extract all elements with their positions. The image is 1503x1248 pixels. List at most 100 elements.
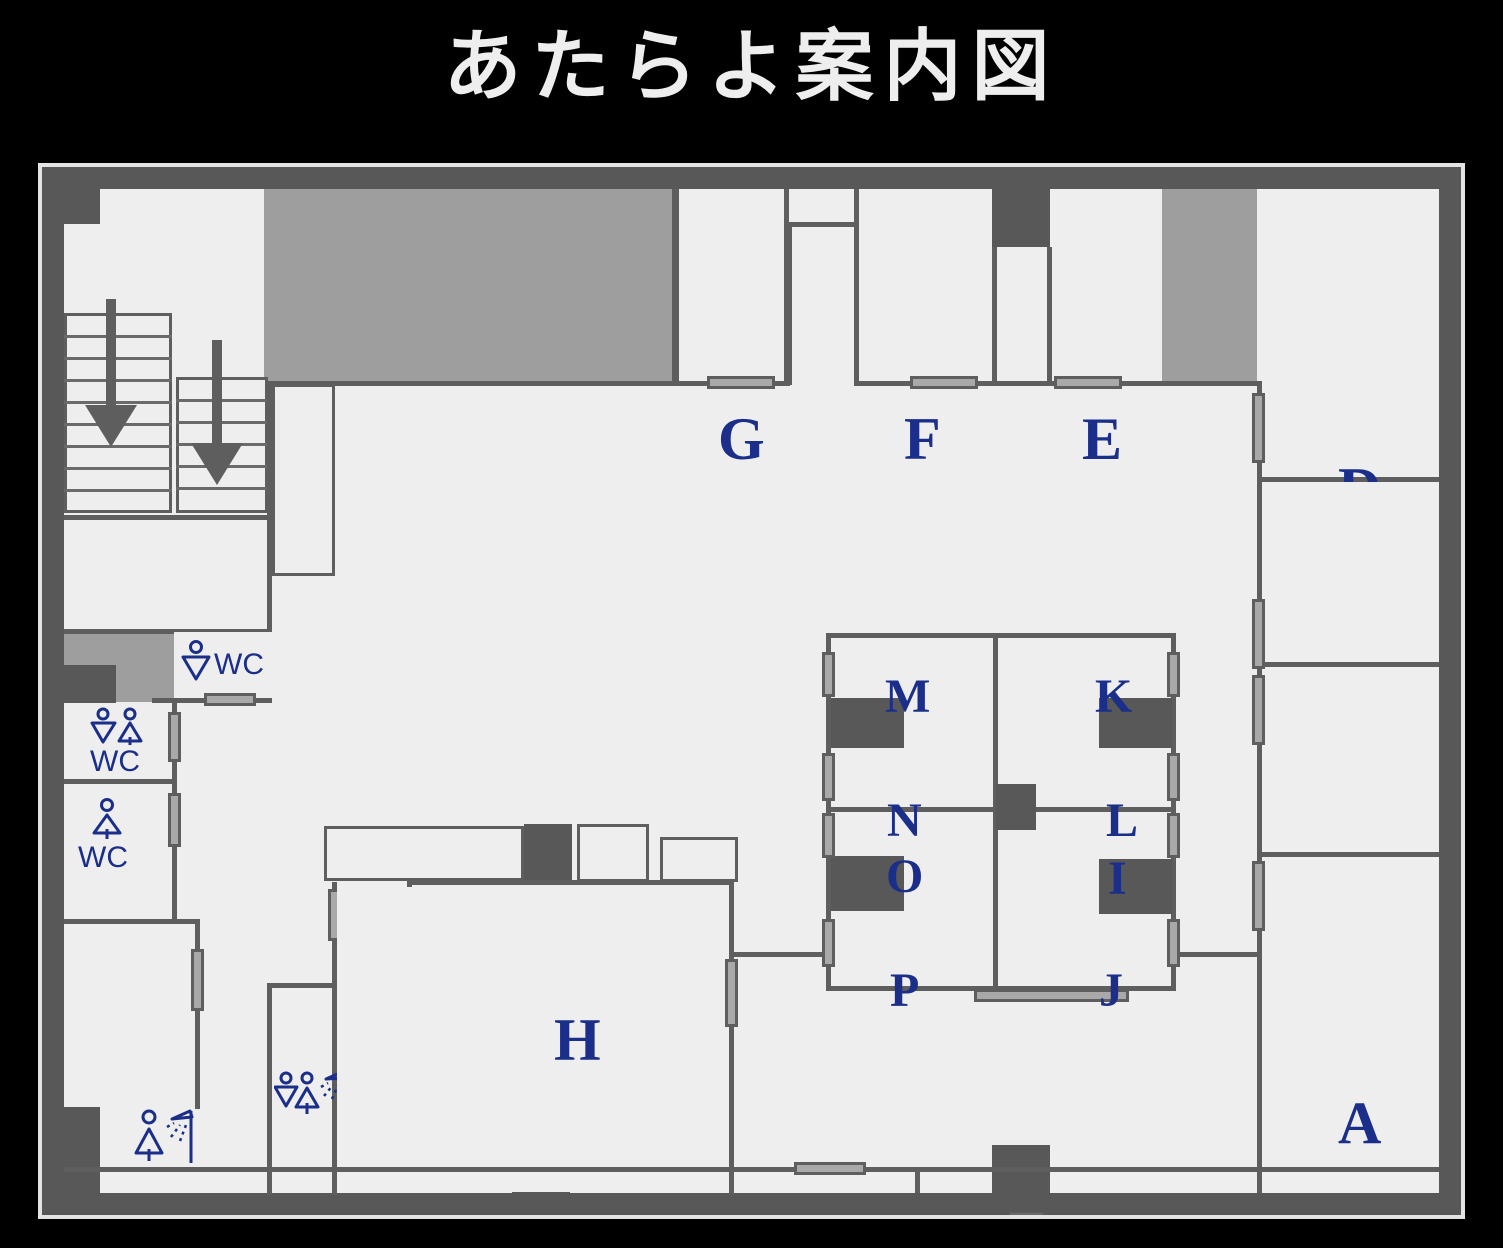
door-room-m[interactable] — [822, 652, 835, 697]
wall-wc-male-left-bottom — [64, 919, 198, 924]
stair-arrow-shaft-left — [106, 299, 116, 411]
room-label-e: E — [1082, 406, 1123, 472]
female-toilet-icon — [181, 640, 211, 681]
male-toilet-icon — [92, 798, 122, 839]
wall-outer-bottom — [42, 1193, 1461, 1215]
wall-shower-unisex-right — [332, 983, 337, 1195]
wc-unisex-left-room[interactable] — [64, 703, 174, 783]
wall-shower-male-right — [195, 919, 200, 1109]
column-top-mid-right — [992, 189, 1050, 247]
wc-female-upper-label: WC — [214, 648, 264, 681]
stair-tread-r1 — [176, 399, 268, 402]
room-d[interactable] — [1262, 189, 1439, 479]
wall-center-bottom — [826, 986, 1176, 991]
map-frame: G F E D C — [38, 163, 1465, 1219]
door-shower-male[interactable] — [191, 949, 204, 1011]
wc-male-left-label: WC — [78, 841, 128, 874]
room-label-a: A — [1338, 1090, 1382, 1156]
wall-outer-right — [1439, 167, 1461, 1215]
door-wc-female-upper[interactable] — [204, 693, 256, 706]
pod-k-l — [1099, 698, 1172, 748]
wall-stair-landing-right — [267, 381, 272, 631]
wall-corner-notch-bottomleft — [42, 1107, 100, 1215]
door-room-c[interactable] — [1252, 599, 1265, 669]
wall-f-right — [992, 247, 997, 385]
wall-e-bottom — [997, 381, 1262, 386]
wc-unisex-left-label: WC — [90, 745, 140, 778]
room-label-j: J — [1099, 964, 1123, 1017]
counter-box-b — [660, 837, 738, 882]
wall-center-divider-h-left — [826, 807, 996, 812]
column-counter — [524, 824, 572, 882]
wall-service-top-bottom — [264, 381, 677, 386]
room-label-o: O — [886, 850, 924, 903]
wall-center-top — [826, 633, 1176, 638]
stair-arrow-head-right — [191, 443, 243, 485]
door-room-d[interactable] — [1252, 393, 1265, 463]
wall-corner-notch-topleft — [42, 167, 100, 224]
stair-tread-l1 — [64, 335, 172, 338]
wall-c-bottom — [1257, 662, 1439, 667]
room-label-i: I — [1108, 852, 1127, 905]
room-f[interactable] — [859, 189, 992, 383]
door-room-n[interactable] — [822, 753, 835, 801]
room-a[interactable] — [1262, 857, 1439, 1193]
counter-box-a — [577, 824, 649, 882]
wall-right-rooms-left — [1257, 381, 1262, 1193]
pod-i-j — [1099, 859, 1172, 914]
wall-center-left — [826, 633, 831, 991]
door-room-j[interactable] — [1167, 919, 1180, 967]
door-room-e[interactable] — [1054, 376, 1122, 389]
door-room-o[interactable] — [822, 813, 835, 858]
wall-center-divider-v — [993, 633, 998, 991]
door-room-f[interactable] — [910, 376, 978, 389]
room-label-h: H — [554, 1007, 601, 1073]
reception-counter — [324, 826, 524, 881]
room-e[interactable] — [1050, 189, 1162, 383]
wall-bottom-corridor-split — [915, 1167, 920, 1193]
stair-tread-r2 — [176, 421, 268, 424]
wall-e-left — [1047, 247, 1052, 385]
room-g[interactable] — [677, 189, 787, 383]
room-h[interactable] — [337, 887, 727, 1192]
wall-outer-left — [42, 167, 64, 1215]
wall-wc-unisex-left-bottom — [64, 779, 176, 784]
door-room-i[interactable] — [1167, 813, 1180, 858]
center-core-block — [996, 784, 1036, 830]
room-label-p: P — [890, 964, 920, 1017]
door-room-g[interactable] — [707, 376, 775, 389]
wall-h-right — [729, 880, 734, 1195]
room-b[interactable] — [1262, 667, 1439, 852]
service-area-top-left — [264, 189, 672, 385]
room-label-m: M — [885, 670, 931, 723]
stair-tread-l7 — [64, 467, 172, 470]
door-wc-unisex-left[interactable] — [168, 712, 181, 762]
room-label-k: K — [1095, 670, 1133, 723]
floor-plan-map: G F E D C — [42, 167, 1461, 1215]
wall-corridor-gf-top — [787, 222, 857, 227]
door-center-block-entry[interactable] — [974, 989, 1129, 1002]
door-room-p[interactable] — [822, 919, 835, 967]
door-room-k[interactable] — [1167, 652, 1180, 697]
door-wc-male-left[interactable] — [168, 793, 181, 847]
wall-shower-unisex-top — [267, 983, 337, 988]
door-bottom-corridor[interactable] — [794, 1162, 866, 1175]
door-room-h[interactable] — [725, 959, 738, 1027]
service-area-top-right — [1162, 189, 1257, 385]
room-c[interactable] — [1262, 482, 1439, 662]
stair-tread-l3 — [64, 379, 172, 382]
door-room-b[interactable] — [1252, 675, 1265, 745]
room-label-l: L — [1106, 794, 1139, 847]
wall-d-bottom — [1257, 477, 1439, 482]
closet-shaft-left — [272, 384, 335, 576]
door-room-l[interactable] — [1167, 753, 1180, 801]
door-room-a[interactable] — [1252, 861, 1265, 931]
room-label-n: N — [887, 794, 922, 847]
stair-winder-step-1 — [1010, 1213, 1043, 1215]
wall-stair-landing-bottom — [64, 515, 272, 520]
page-title: あたらよ案内図 — [443, 22, 1060, 112]
wall-g-left — [674, 189, 679, 385]
shower-male-room[interactable] — [64, 924, 198, 1106]
pod-m-n — [831, 698, 904, 748]
